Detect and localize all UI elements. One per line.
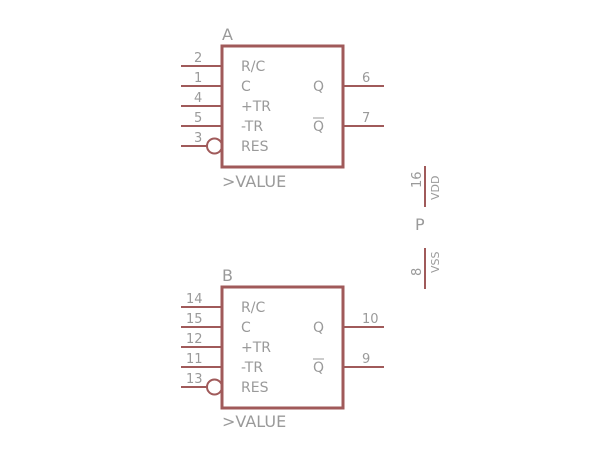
pin-row: 14 R/C: [181, 292, 265, 316]
inversion-bubble: [206, 137, 223, 155]
pin-label: Q: [313, 360, 324, 376]
pin-label: +TR: [241, 99, 271, 115]
pin-label: -TR: [241, 119, 263, 135]
pin-row: 15 C: [181, 312, 251, 336]
pin-number: 4: [194, 91, 202, 106]
pin-row: 10 Q: [313, 312, 384, 336]
pin-number: 7: [362, 111, 370, 126]
pin-label: C: [241, 79, 251, 95]
power-unit: 16 VDD P 8 VSS: [410, 166, 442, 289]
pin-number: 1: [194, 71, 202, 86]
value-label: >VALUE: [222, 172, 286, 191]
value-label: >VALUE: [222, 412, 286, 431]
pin-row: 2 R/C: [181, 51, 265, 75]
pin-row: 1 C: [181, 71, 251, 95]
pin-label: VDD: [429, 176, 442, 200]
inversion-bubble: [206, 378, 223, 396]
pin-number: 6: [362, 71, 370, 86]
pin-row: 3 RES: [181, 131, 269, 155]
unit-b: B 14 R/C 15 C 12 +TR 11 -TR 13 RES: [181, 266, 384, 431]
pin-label: +TR: [241, 340, 271, 356]
pin-row: 11 -TR: [181, 352, 263, 376]
pin-number: 14: [186, 292, 203, 307]
pin-number: 10: [362, 312, 379, 327]
pin-row: 13 RES: [181, 372, 269, 396]
pin-number: 8: [410, 268, 425, 276]
pin-label: -TR: [241, 360, 263, 376]
pin-label: Q: [313, 119, 324, 135]
pin-number: 11: [186, 352, 203, 367]
pin-number: 16: [410, 171, 425, 188]
pin-label: RES: [241, 139, 269, 155]
pin-number: 12: [186, 332, 203, 347]
pin-number: 3: [194, 131, 202, 146]
pin-row: 9 Q: [313, 352, 384, 376]
pin-label: C: [241, 320, 251, 336]
pin-label: Q: [313, 320, 324, 336]
pin-row: 7 Q: [313, 111, 384, 135]
pin-label: VSS: [429, 251, 442, 273]
pin-row: 5 -TR: [181, 111, 263, 135]
power-unit-name: P: [415, 215, 425, 234]
pin-number: 2: [194, 51, 202, 66]
unit-a: A 2 R/C 1 C 4 +TR 5 -TR 3 RES: [181, 25, 384, 191]
pin-row: 6 Q: [313, 71, 384, 95]
pin-label: RES: [241, 380, 269, 396]
pin-label: Q: [313, 79, 324, 95]
pin-label: R/C: [241, 59, 265, 75]
pin-number: 5: [194, 111, 202, 126]
pin-row: 12 +TR: [181, 332, 271, 356]
unit-name: B: [222, 266, 233, 285]
pin-number: 9: [362, 352, 370, 367]
pin-number: 13: [186, 372, 203, 387]
pin-number: 15: [186, 312, 203, 327]
unit-name: A: [222, 25, 233, 44]
pin-label: R/C: [241, 300, 265, 316]
pin-row: 4 +TR: [181, 91, 271, 115]
